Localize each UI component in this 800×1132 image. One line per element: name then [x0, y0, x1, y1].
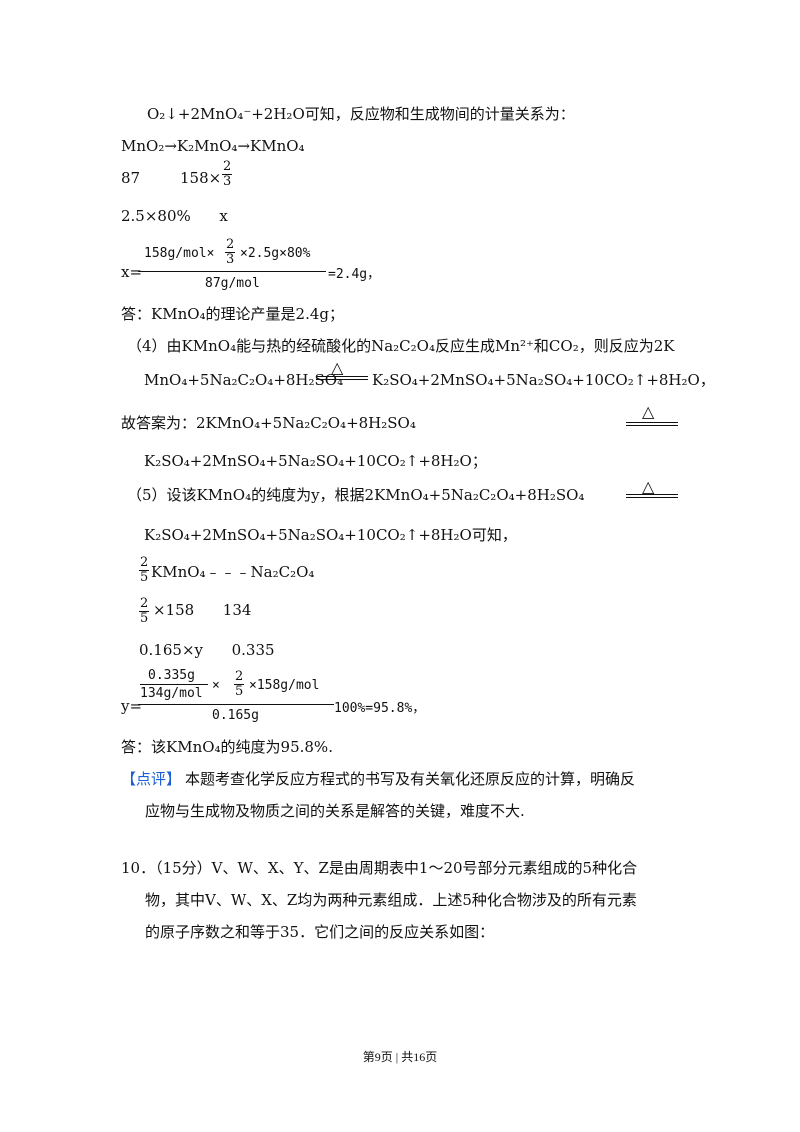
text-line: K₂SO₄+2MnSO₄+5Na₂SO₄+10CO₂↑+8H₂O； — [144, 452, 487, 470]
calc-den: 0.165g — [212, 708, 259, 723]
answer-line: 答：该KMnO₄的纯度为95.8%. — [121, 738, 333, 756]
calc-num: ×2.5g×80% — [240, 246, 311, 261]
text-line: K₂SO₄+2MnSO₄+5Na₂SO₄+10CO₂↑+8H₂O可知， — [144, 526, 517, 544]
question-text: 10．（15分）V、W、X、Y、Z是由周期表中1～20号部分元素组成的5种化合 — [121, 859, 638, 877]
text-line: KMnO₄﹣﹣﹣Na₂C₂O₄ — [151, 563, 315, 581]
calc-result: 100%=95.8%， — [334, 701, 426, 716]
calc-num: 0.335g — [148, 668, 195, 683]
calc-label: x= — [121, 263, 143, 281]
text-line: ×158 134 — [153, 601, 252, 619]
text-line: （4）由KMnO₄能与热的经硫酸化的Na₂C₂O₄反应生成Mn²⁺和CO₂，则反… — [127, 337, 675, 355]
delta-icon: △ — [331, 358, 344, 377]
text-line: 2.5×80% x — [121, 207, 228, 225]
calc-num: × — [212, 678, 220, 693]
equals-arrow — [626, 494, 678, 498]
calc-num: 158g/mol× — [144, 246, 215, 261]
text-line: 158× — [180, 169, 222, 187]
question-text: 物，其中V、W、X、Z均为两种元素组成．上述5种化合物涉及的所有元素 — [145, 891, 637, 909]
equals-arrow — [626, 422, 678, 426]
calc-den: 87g/mol — [205, 276, 260, 291]
text-line: 故答案为：2KMnO₄+5Na₂C₂O₄+8H₂SO₄ — [121, 414, 416, 432]
page-footer: 第9页 | 共16页 — [362, 1050, 438, 1064]
fraction-bar — [138, 704, 334, 705]
text-line: 0.165×y 0.335 — [139, 641, 275, 659]
question-text: 的原子序数之和等于35．它们之间的反应关系如图： — [145, 923, 495, 941]
text-line: （5）设该KMnO₄的纯度为y，根据2KMnO₄+5Na₂C₂O₄+8H₂SO₄ — [127, 486, 585, 504]
calc-label: y= — [121, 697, 143, 715]
text-line: MnO₄+5Na₂C₂O₄+8H₂SO₄ — [144, 371, 344, 389]
calc-result: =2.4g， — [328, 267, 381, 282]
answer-line: 答：KMnO₄的理论产量是2.4g； — [121, 305, 344, 323]
equals-arrow — [316, 376, 368, 380]
review-tag: 【点评】 — [121, 770, 182, 788]
fraction-bar — [138, 271, 326, 272]
fraction-bar — [140, 684, 208, 685]
text-line: MnO₂→K₂MnO₄→KMnO₄ — [121, 137, 305, 155]
text-line: 87 — [121, 169, 141, 187]
review-text: 本题考查化学反应方程式的书写及有关氧化还原反应的计算，明确反 — [185, 770, 636, 788]
delta-icon: △ — [642, 477, 655, 496]
text-line: O₂↓+2MnO₄⁻+2H₂O可知，反应物和生成物间的计量关系为： — [147, 105, 575, 123]
text-line: K₂SO₄+2MnSO₄+5Na₂SO₄+10CO₂↑+8H₂O， — [372, 371, 715, 389]
review-text: 应物与生成物及物质之间的关系是解答的关键，难度不大. — [145, 802, 525, 820]
calc-num: ×158g/mol — [249, 678, 320, 693]
delta-icon: △ — [642, 402, 655, 421]
calc-num: 134g/mol — [140, 686, 203, 701]
